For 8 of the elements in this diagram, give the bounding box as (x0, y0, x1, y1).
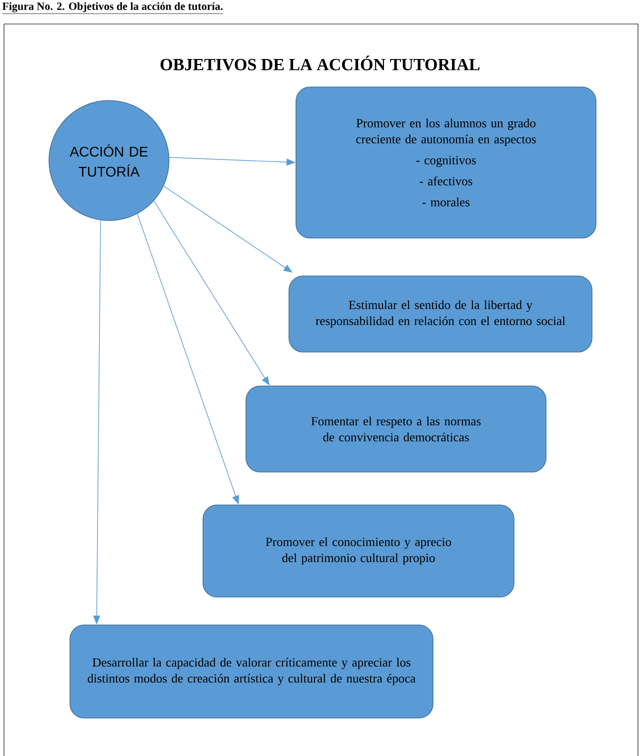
figure-caption: Figura No. 2. Objetivos de la acción de tutoría. (2, 2, 224, 14)
objective-box: Fomentar el respeto a las normas de convivencia democráticas (246, 386, 546, 472)
objective-box: Estimular el sentido de la libertad y responsabilidad en relación con el entorno social (288, 276, 592, 352)
circle-node: ACCIÓN DE TUTORÍA (48, 100, 170, 221)
objective-box: Promover en los alumnos un grado creciente de autonomía en aspectos - cognitivos - afectivos - morales (296, 86, 596, 238)
title: OBJETIVOS DE LA ACCIÓN TUTORIAL (160, 56, 480, 70)
objective-box: Desarrollar la capacidad de valorar críticamente y apreciar los distintos modos de creación artística y cultural de nuestra época (70, 624, 434, 718)
objective-box: Promover el conocimiento y aprecio del patrimonio cultural propio (202, 504, 514, 598)
